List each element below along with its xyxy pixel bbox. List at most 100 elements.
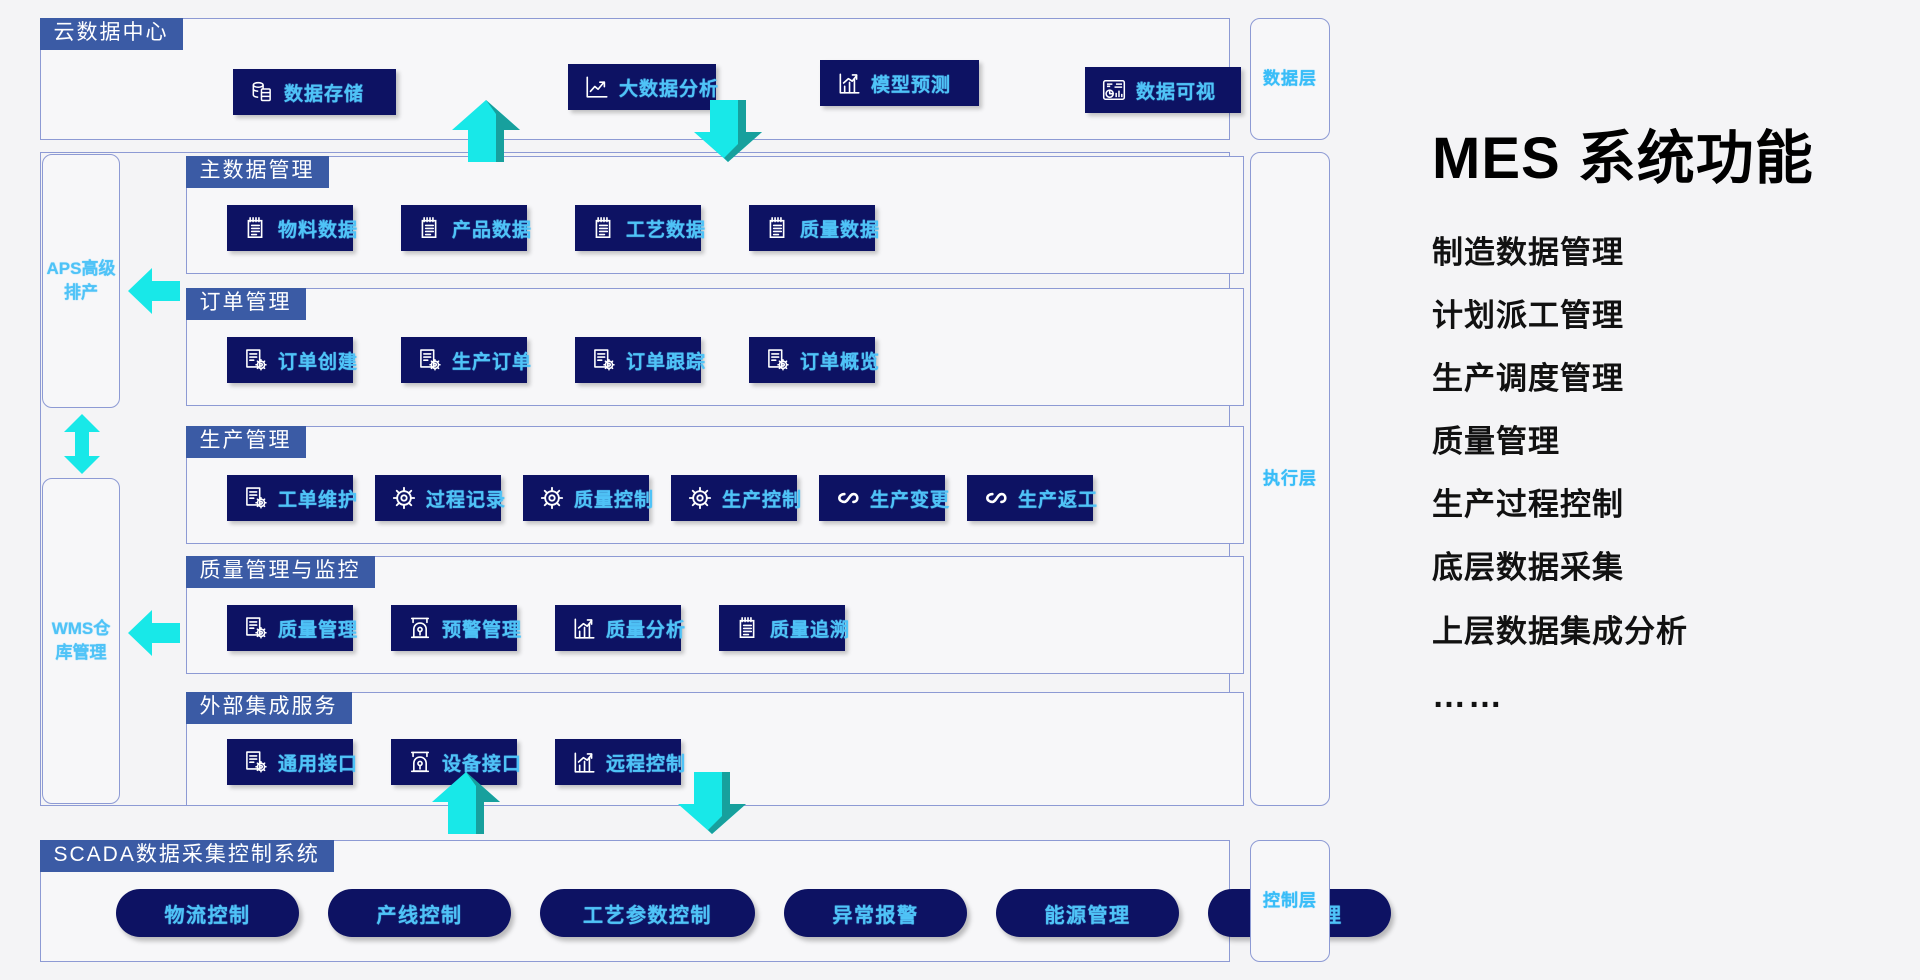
section-master-data: 主数据管理 物料数据 产品数据 工艺数据 质量数据 [185,155,1244,274]
pill-logistics-control[interactable]: 物流控制 [116,889,299,937]
wms-box[interactable]: WMS仓库管理 [42,478,120,804]
pill-energy-management-1[interactable]: 能源管理 [996,889,1179,937]
chip-process-data[interactable]: 工艺数据 [575,205,705,251]
execution-layer-label: 执行层 [1263,468,1317,488]
chip-quality-data[interactable]: 质量数据 [749,205,879,251]
production-chip-row: 工单维护 过程记录 质量控制 生产控制 生产变更 生产返工 [227,475,1097,521]
cloud-data-center-panel: 云数据中心 数据存储 大数据分析 模型预测 数据可视 [39,17,1241,140]
chip-order-overview[interactable]: 订单概览 [749,337,879,383]
chip-label: 质量追溯 [770,619,851,641]
chip-label: 通用接口 [278,753,359,775]
chip-big-data-analysis[interactable]: 大数据分析 [568,64,720,110]
doc-gear-icon [243,615,269,641]
section-external-integration: 外部集成服务 通用接口 设备接口 远程控制 [185,691,1244,806]
chip-work-order-maintenance[interactable]: 工单维护 [227,475,357,521]
feature-item-1: 制造数据管理 [1432,235,1624,270]
chip-alarm-management[interactable]: 预警管理 [391,605,521,651]
section-order-management: 订单管理 订单创建 生产订单 订单跟踪 订单概览 [185,287,1244,406]
chip-production-order[interactable]: 生产订单 [401,337,531,383]
page-title: MES 系统功能 [1432,126,1814,191]
chip-model-prediction[interactable]: 模型预测 [820,60,979,106]
chip-label: 大数据分析 [619,78,720,100]
section-order-management-title: 订单管理 [185,287,306,320]
pill-line-control[interactable]: 产线控制 [328,889,511,937]
doc-gear-icon [243,485,269,511]
clipboard-icon [735,615,761,641]
bar-chart-arrow-icon [836,70,862,96]
control-layer-box: 控制层 [1250,840,1330,962]
aps-box-label: APS高级排产 [46,259,116,302]
chip-label: 数据可视 [1136,81,1217,103]
arrow-left-aps-to-exec [128,268,180,314]
infinity-icon [983,485,1009,511]
chip-label: 工单维护 [278,489,359,511]
section-production-management-title: 生产管理 [185,425,306,458]
pill-label: 异常报警 [832,904,919,927]
cloud-chip-row-2: 大数据分析 [568,64,720,110]
data-layer-label: 数据层 [1263,68,1317,88]
clipboard-icon [765,215,791,241]
bar-chart-arrow-icon [571,749,597,775]
bar-chart-arrow-icon [571,615,597,641]
clipboard-icon [591,215,617,241]
chip-label: 订单跟踪 [626,351,707,373]
arrow-up-exec-to-cloud [452,100,520,162]
line-chart-arrow-icon [584,74,610,100]
pill-abnormal-alarm[interactable]: 异常报警 [784,889,967,937]
chip-label: 远程控制 [606,753,687,775]
chip-product-data[interactable]: 产品数据 [401,205,531,251]
section-quality-monitoring: 质量管理与监控 质量管理 预警管理 质量分析 质量追溯 [185,555,1244,674]
section-quality-monitoring-title: 质量管理与监控 [185,555,375,588]
gear-icon [687,485,713,511]
alarm-icon [407,749,433,775]
chip-quality-analysis[interactable]: 质量分析 [555,605,685,651]
chip-label: 质量分析 [606,619,687,641]
integration-chip-row: 通用接口 设备接口 远程控制 [227,739,685,785]
chip-quality-traceability[interactable]: 质量追溯 [719,605,849,651]
chip-data-visualization[interactable]: 数据可视 [1085,67,1241,113]
pill-label: 工艺参数控制 [583,904,712,927]
chip-quality-control[interactable]: 质量控制 [523,475,653,521]
chip-production-control[interactable]: 生产控制 [671,475,801,521]
database-icon [249,79,275,105]
chip-data-storage[interactable]: 数据存储 [233,69,396,115]
chip-label: 生产订单 [452,351,533,373]
arrow-left-wms-to-exec [128,610,180,656]
wms-box-label: WMS仓库管理 [51,619,111,662]
chip-quality-management[interactable]: 质量管理 [227,605,357,651]
chip-label: 工艺数据 [626,219,707,241]
section-external-integration-title: 外部集成服务 [185,691,352,724]
right-info-panel: MES 系统功能 制造数据管理 计划派工管理 生产调度管理 质量管理 生产过程控… [1432,130,1902,744]
chip-label: 质量管理 [278,619,359,641]
section-master-data-title: 主数据管理 [185,155,329,188]
chip-order-create[interactable]: 订单创建 [227,337,357,383]
chip-label: 生产控制 [722,489,803,511]
pill-label: 物流控制 [164,904,251,927]
clipboard-icon [243,215,269,241]
scada-title: SCADA数据采集控制系统 [39,839,334,872]
chip-general-interface[interactable]: 通用接口 [227,739,357,785]
chip-remote-control[interactable]: 远程控制 [555,739,685,785]
chip-label: 质量控制 [574,489,655,511]
section-production-management: 生产管理 工单维护 过程记录 质量控制 生产控制 生产变更 生产返工 [185,425,1244,544]
chip-device-interface[interactable]: 设备接口 [391,739,521,785]
chip-label: 模型预测 [871,74,952,96]
chip-label: 数据存储 [284,83,365,105]
alarm-icon [407,615,433,641]
scada-panel: SCADA数据采集控制系统 物流控制 产线控制 工艺参数控制 异常报警 能源管理… [39,839,1391,962]
chip-label: 订单创建 [278,351,359,373]
chip-order-tracking[interactable]: 订单跟踪 [575,337,705,383]
cloud-chip-row-4: 数据可视 [1085,67,1241,113]
doc-gear-icon [243,749,269,775]
chip-production-change[interactable]: 生产变更 [819,475,949,521]
cloud-data-center-title: 云数据中心 [39,17,183,50]
chip-material-data[interactable]: 物料数据 [227,205,357,251]
quality-chip-row: 质量管理 预警管理 质量分析 质量追溯 [227,605,849,651]
pill-process-param-control[interactable]: 工艺参数控制 [540,889,755,937]
arrow-vertical-aps-wms [64,414,100,474]
arrow-down-cloud-to-exec [694,100,762,162]
gear-icon [391,485,417,511]
chip-production-rework[interactable]: 生产返工 [967,475,1097,521]
chip-process-record[interactable]: 过程记录 [375,475,505,521]
aps-box[interactable]: APS高级排产 [42,154,120,408]
